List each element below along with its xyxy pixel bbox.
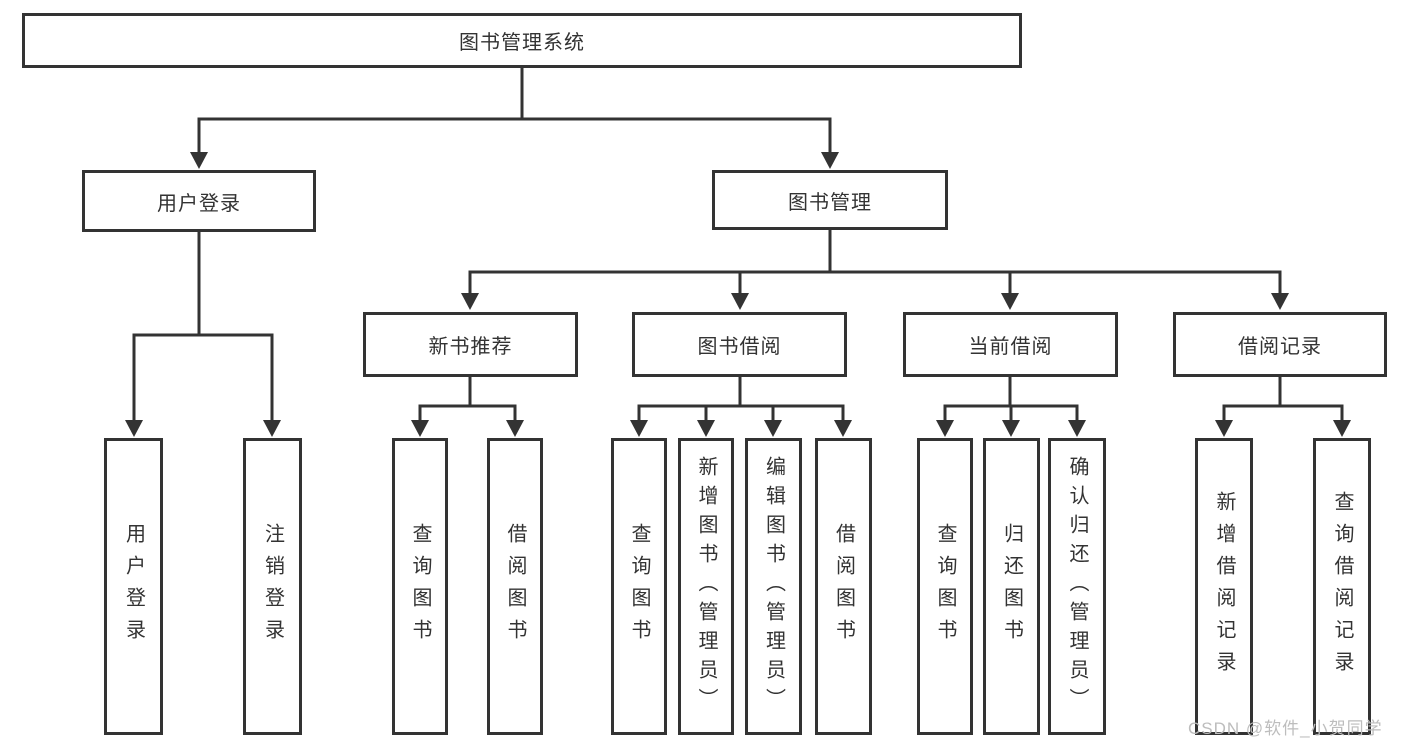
connector-newbook-leaves: [418, 377, 517, 421]
leaf-user-login: 用户登录: [104, 438, 163, 735]
leaf-bb-edit-books: 编辑图书（管理员）: [745, 438, 802, 735]
connector-userlogin-leaves: [132, 232, 274, 421]
leaf-cb-return-books: 归还图书: [983, 438, 1040, 735]
leaf-nb-query-books: 查询图书: [392, 438, 448, 735]
leaf-cb-query-books: 查询图书: [917, 438, 973, 735]
connector-bookborrow-leaves: [637, 377, 845, 421]
node-label: 注销登录: [261, 522, 284, 651]
arrowhead: [461, 293, 479, 310]
leaf-nb-borrow-books: 借阅图书: [487, 438, 543, 735]
connector-root-level2: [197, 68, 832, 153]
arrowhead: [731, 293, 749, 310]
arrowhead: [190, 152, 208, 169]
arrowhead: [263, 420, 281, 437]
arrowhead: [411, 420, 429, 437]
arrowhead: [630, 420, 648, 437]
arrowhead: [1333, 420, 1351, 437]
arrowhead: [936, 420, 954, 437]
node-label: 新增借阅记录: [1213, 490, 1235, 683]
arrowhead: [697, 420, 715, 437]
arrowhead: [1215, 420, 1233, 437]
node-current-borrow: 当前借阅: [903, 312, 1118, 377]
node-label: 新增图书（管理员）: [695, 456, 717, 717]
node-label: 图书借阅: [697, 336, 782, 358]
node-label: 借阅图书: [504, 522, 526, 651]
arrowhead: [1068, 420, 1086, 437]
node-label: 查询图书: [934, 522, 956, 651]
node-label: 用户登录: [157, 192, 241, 215]
arrowhead: [1271, 293, 1289, 310]
node-label: 查询借阅记录: [1331, 490, 1353, 683]
node-label: 确认归还（管理员）: [1066, 456, 1088, 717]
node-label: 用户登录: [122, 522, 145, 651]
node-label: 查询图书: [409, 522, 431, 651]
arrowhead: [1002, 420, 1020, 437]
arrowhead: [764, 420, 782, 437]
arrowhead: [834, 420, 852, 437]
node-label: 归还图书: [1000, 522, 1023, 651]
node-label: 编辑图书（管理员）: [762, 456, 785, 717]
connector-currentborrow-leaves: [943, 377, 1079, 421]
node-label: 查询图书: [628, 522, 650, 651]
leaf-cb-confirm-return: 确认归还（管理员）: [1048, 438, 1106, 735]
node-label: 新书推荐: [428, 336, 513, 358]
node-borrow-records: 借阅记录: [1173, 312, 1387, 377]
node-root-system: 图书管理系统: [22, 13, 1022, 68]
node-book-borrow: 图书借阅: [632, 312, 847, 377]
node-book-management: 图书管理: [712, 170, 948, 230]
arrowhead: [506, 420, 524, 437]
csdn-watermark: CSDN @软件_小贺同学: [1188, 719, 1383, 738]
node-label: 借阅记录: [1238, 336, 1322, 358]
leaf-bb-add-books: 新增图书（管理员）: [678, 438, 734, 735]
node-user-login: 用户登录: [82, 170, 316, 232]
node-label: 图书管理: [788, 191, 872, 214]
connector-records-leaves: [1222, 377, 1344, 421]
node-label: 图书管理系统: [459, 32, 585, 54]
node-new-book-recommend: 新书推荐: [363, 312, 578, 377]
connector-bookmgmt-level3: [468, 230, 1282, 294]
arrowhead: [821, 152, 839, 169]
node-label: 借阅图书: [832, 522, 855, 651]
leaf-bb-query-books: 查询图书: [611, 438, 667, 735]
leaf-bb-borrow-books: 借阅图书: [815, 438, 872, 735]
leaf-br-add-record: 新增借阅记录: [1195, 438, 1253, 735]
arrowhead: [1001, 293, 1019, 310]
node-label: 当前借阅: [968, 336, 1053, 358]
leaf-br-query-record: 查询借阅记录: [1313, 438, 1371, 735]
leaf-logout: 注销登录: [243, 438, 302, 735]
arrowhead: [125, 420, 143, 437]
